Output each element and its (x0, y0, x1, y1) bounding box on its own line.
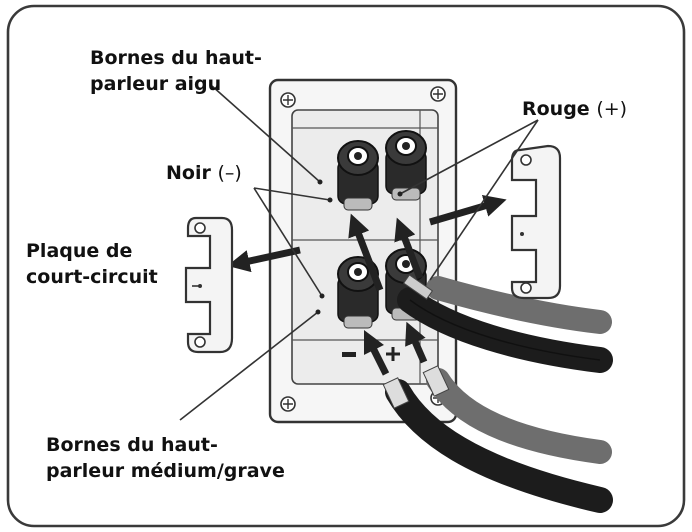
leader-dots (315, 179, 403, 315)
screw-icon (280, 92, 296, 108)
label-tweeter-terminals: Bornes du haut- parleur aigu (90, 45, 262, 97)
label-woofer-terminals: Bornes du haut- parleur médium/grave (46, 432, 285, 484)
tweeter-terminal-red (385, 130, 427, 201)
label-rouge-sym: (+) (596, 98, 628, 120)
label-woofer-line1: Bornes du haut- (46, 434, 218, 456)
woofer-terminal-black (337, 256, 379, 329)
shorting-plate-left (184, 216, 234, 354)
insert-arrows (348, 213, 428, 376)
label-woofer-line2: parleur médium/grave (46, 460, 285, 482)
leader-lines (179, 85, 539, 421)
label-noir: Noir (–) (166, 160, 242, 186)
remove-arrow-right (429, 195, 507, 226)
label-rouge: Rouge (+) (522, 96, 627, 122)
label-tweeter-line1: Bornes du haut- (90, 47, 262, 69)
connected-cables (397, 274, 613, 373)
remove-arrow-left (227, 246, 301, 273)
label-shorting-plate: Plaque de court-circuit (26, 238, 158, 290)
label-noir-sym: (–) (217, 162, 242, 184)
label-rouge-text: Rouge (522, 98, 590, 120)
label-noir-text: Noir (166, 162, 211, 184)
screw-icon (280, 396, 296, 412)
loose-cables (382, 365, 613, 513)
tweeter-terminal-black (337, 140, 379, 211)
screw-icon (430, 86, 446, 102)
label-tweeter-line2: parleur aigu (90, 73, 222, 95)
label-plaque-line1: Plaque de (26, 240, 133, 262)
label-plaque-line2: court-circuit (26, 266, 158, 288)
